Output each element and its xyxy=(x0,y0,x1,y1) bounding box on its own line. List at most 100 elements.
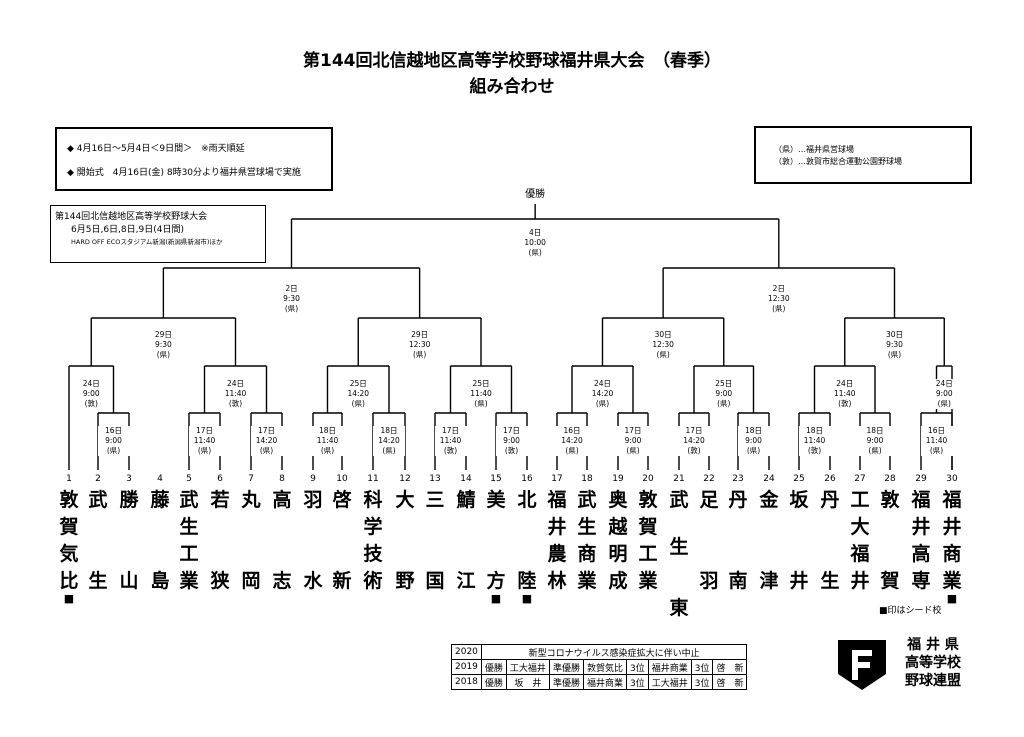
history-year: 2018 xyxy=(451,674,482,690)
team-name: 三国 xyxy=(425,489,445,592)
team-number: 23 xyxy=(732,474,744,484)
team-name: 坂井 xyxy=(789,489,809,592)
team-name: 大野 xyxy=(395,489,415,592)
team-name: 敦賀 xyxy=(880,489,900,592)
team-name: 羽水 xyxy=(303,489,323,592)
team-number: 8 xyxy=(279,474,285,484)
team-name: 高志 xyxy=(272,489,292,592)
regional-line-1: 第144回北信越地区高等学校野球大会 xyxy=(55,212,208,222)
team-number: 3 xyxy=(126,474,132,484)
team-number: 16 xyxy=(521,474,533,484)
team-name: 丹生 xyxy=(820,489,840,592)
team-number: 9 xyxy=(310,474,316,484)
team-number: 14 xyxy=(460,474,472,484)
page-subtitle: 組み合わせ xyxy=(469,77,555,97)
history-cell: 福井商業 xyxy=(582,674,627,690)
history-cell: 啓 新 xyxy=(712,674,748,690)
champion-label: 優勝 xyxy=(519,190,552,200)
team-number: 28 xyxy=(884,474,896,484)
seed-mark: ■ xyxy=(490,592,502,605)
regional-tournament-note: 第144回北信越地区高等学校野球大会 6月5日,6日,8日,9日(4日間) HA… xyxy=(50,205,266,263)
history-cell: 3位 xyxy=(625,674,649,690)
team-number: 13 xyxy=(429,474,441,484)
team-name: 丸岡 xyxy=(241,489,261,592)
team-number: 26 xyxy=(824,474,836,484)
history-year: 2020 xyxy=(451,644,482,660)
history-cell: 福井商業 xyxy=(647,659,692,675)
history-cell: 敦賀気比 xyxy=(582,659,627,675)
team-name: 美方 xyxy=(486,489,506,592)
team-name: 福井商業 xyxy=(942,489,962,592)
venue-legend-2: （敦）…敦賀市総合運動公園野球場 xyxy=(774,157,902,166)
team-number: 18 xyxy=(581,474,593,484)
history-cell: 準優勝 xyxy=(548,659,584,675)
history-cell: 工大福井 xyxy=(647,674,692,690)
team-number: 25 xyxy=(793,474,805,484)
team-number: 4 xyxy=(157,474,163,484)
history-cell: 優勝 xyxy=(480,674,507,690)
team-name: 藤島 xyxy=(150,489,170,592)
team-name: 鯖江 xyxy=(456,489,476,592)
team-number: 19 xyxy=(612,474,624,484)
team-name: 武生東 xyxy=(669,489,689,619)
history-cell: 啓 新 xyxy=(712,659,748,675)
team-name: 奥越明成 xyxy=(608,489,628,592)
schedule-line-1: ◆ 4月16日～5月4日＜9日間＞ ※雨天順延 xyxy=(67,144,245,154)
team-name: 啓新 xyxy=(332,489,352,592)
team-number: 21 xyxy=(673,474,685,484)
team-number: 2 xyxy=(95,474,101,484)
schedule-box: ◆ 4月16日～5月4日＜9日間＞ ※雨天順延 ◆ 開始式 4月16日(金) 8… xyxy=(55,127,333,191)
team-number: 24 xyxy=(763,474,775,484)
history-cell: 準優勝 xyxy=(548,674,584,690)
team-name: 若狭 xyxy=(210,489,230,592)
team-name: 敦賀工業 xyxy=(638,489,658,592)
regional-line-2: 6月5日,6日,8日,9日(4日間) xyxy=(71,225,184,235)
team-number: 7 xyxy=(248,474,254,484)
logo-line-1: 福 井 県 xyxy=(907,637,959,653)
team-name: 工大福井 xyxy=(850,489,870,592)
history-cell: 3位 xyxy=(625,659,649,675)
team-number: 30 xyxy=(946,474,958,484)
seed-mark: ■ xyxy=(63,592,75,605)
team-name: 武生商業 xyxy=(577,489,597,592)
team-number: 11 xyxy=(367,474,379,484)
team-name: 福井高専 xyxy=(911,489,931,592)
logo-line-3: 野球連盟 xyxy=(905,673,961,689)
team-number: 27 xyxy=(854,474,866,484)
history-cell: 3位 xyxy=(690,659,714,675)
team-number: 29 xyxy=(915,474,927,484)
team-name: 武生 xyxy=(88,489,108,592)
team-name: 丹南 xyxy=(728,489,748,592)
team-number: 1 xyxy=(66,474,72,484)
team-number: 5 xyxy=(186,474,192,484)
team-number: 20 xyxy=(642,474,654,484)
history-cell: 工大福井 xyxy=(505,659,550,675)
team-number: 12 xyxy=(399,474,411,484)
federation-logo: 福 井 県 高等学校 野球連盟 xyxy=(834,636,974,692)
team-name: 勝山 xyxy=(119,489,139,592)
team-number: 15 xyxy=(490,474,502,484)
page-title: 第144回北信越地区高等学校野球福井県大会 （春季） xyxy=(303,51,721,71)
history-cell: 優勝 xyxy=(480,659,507,675)
